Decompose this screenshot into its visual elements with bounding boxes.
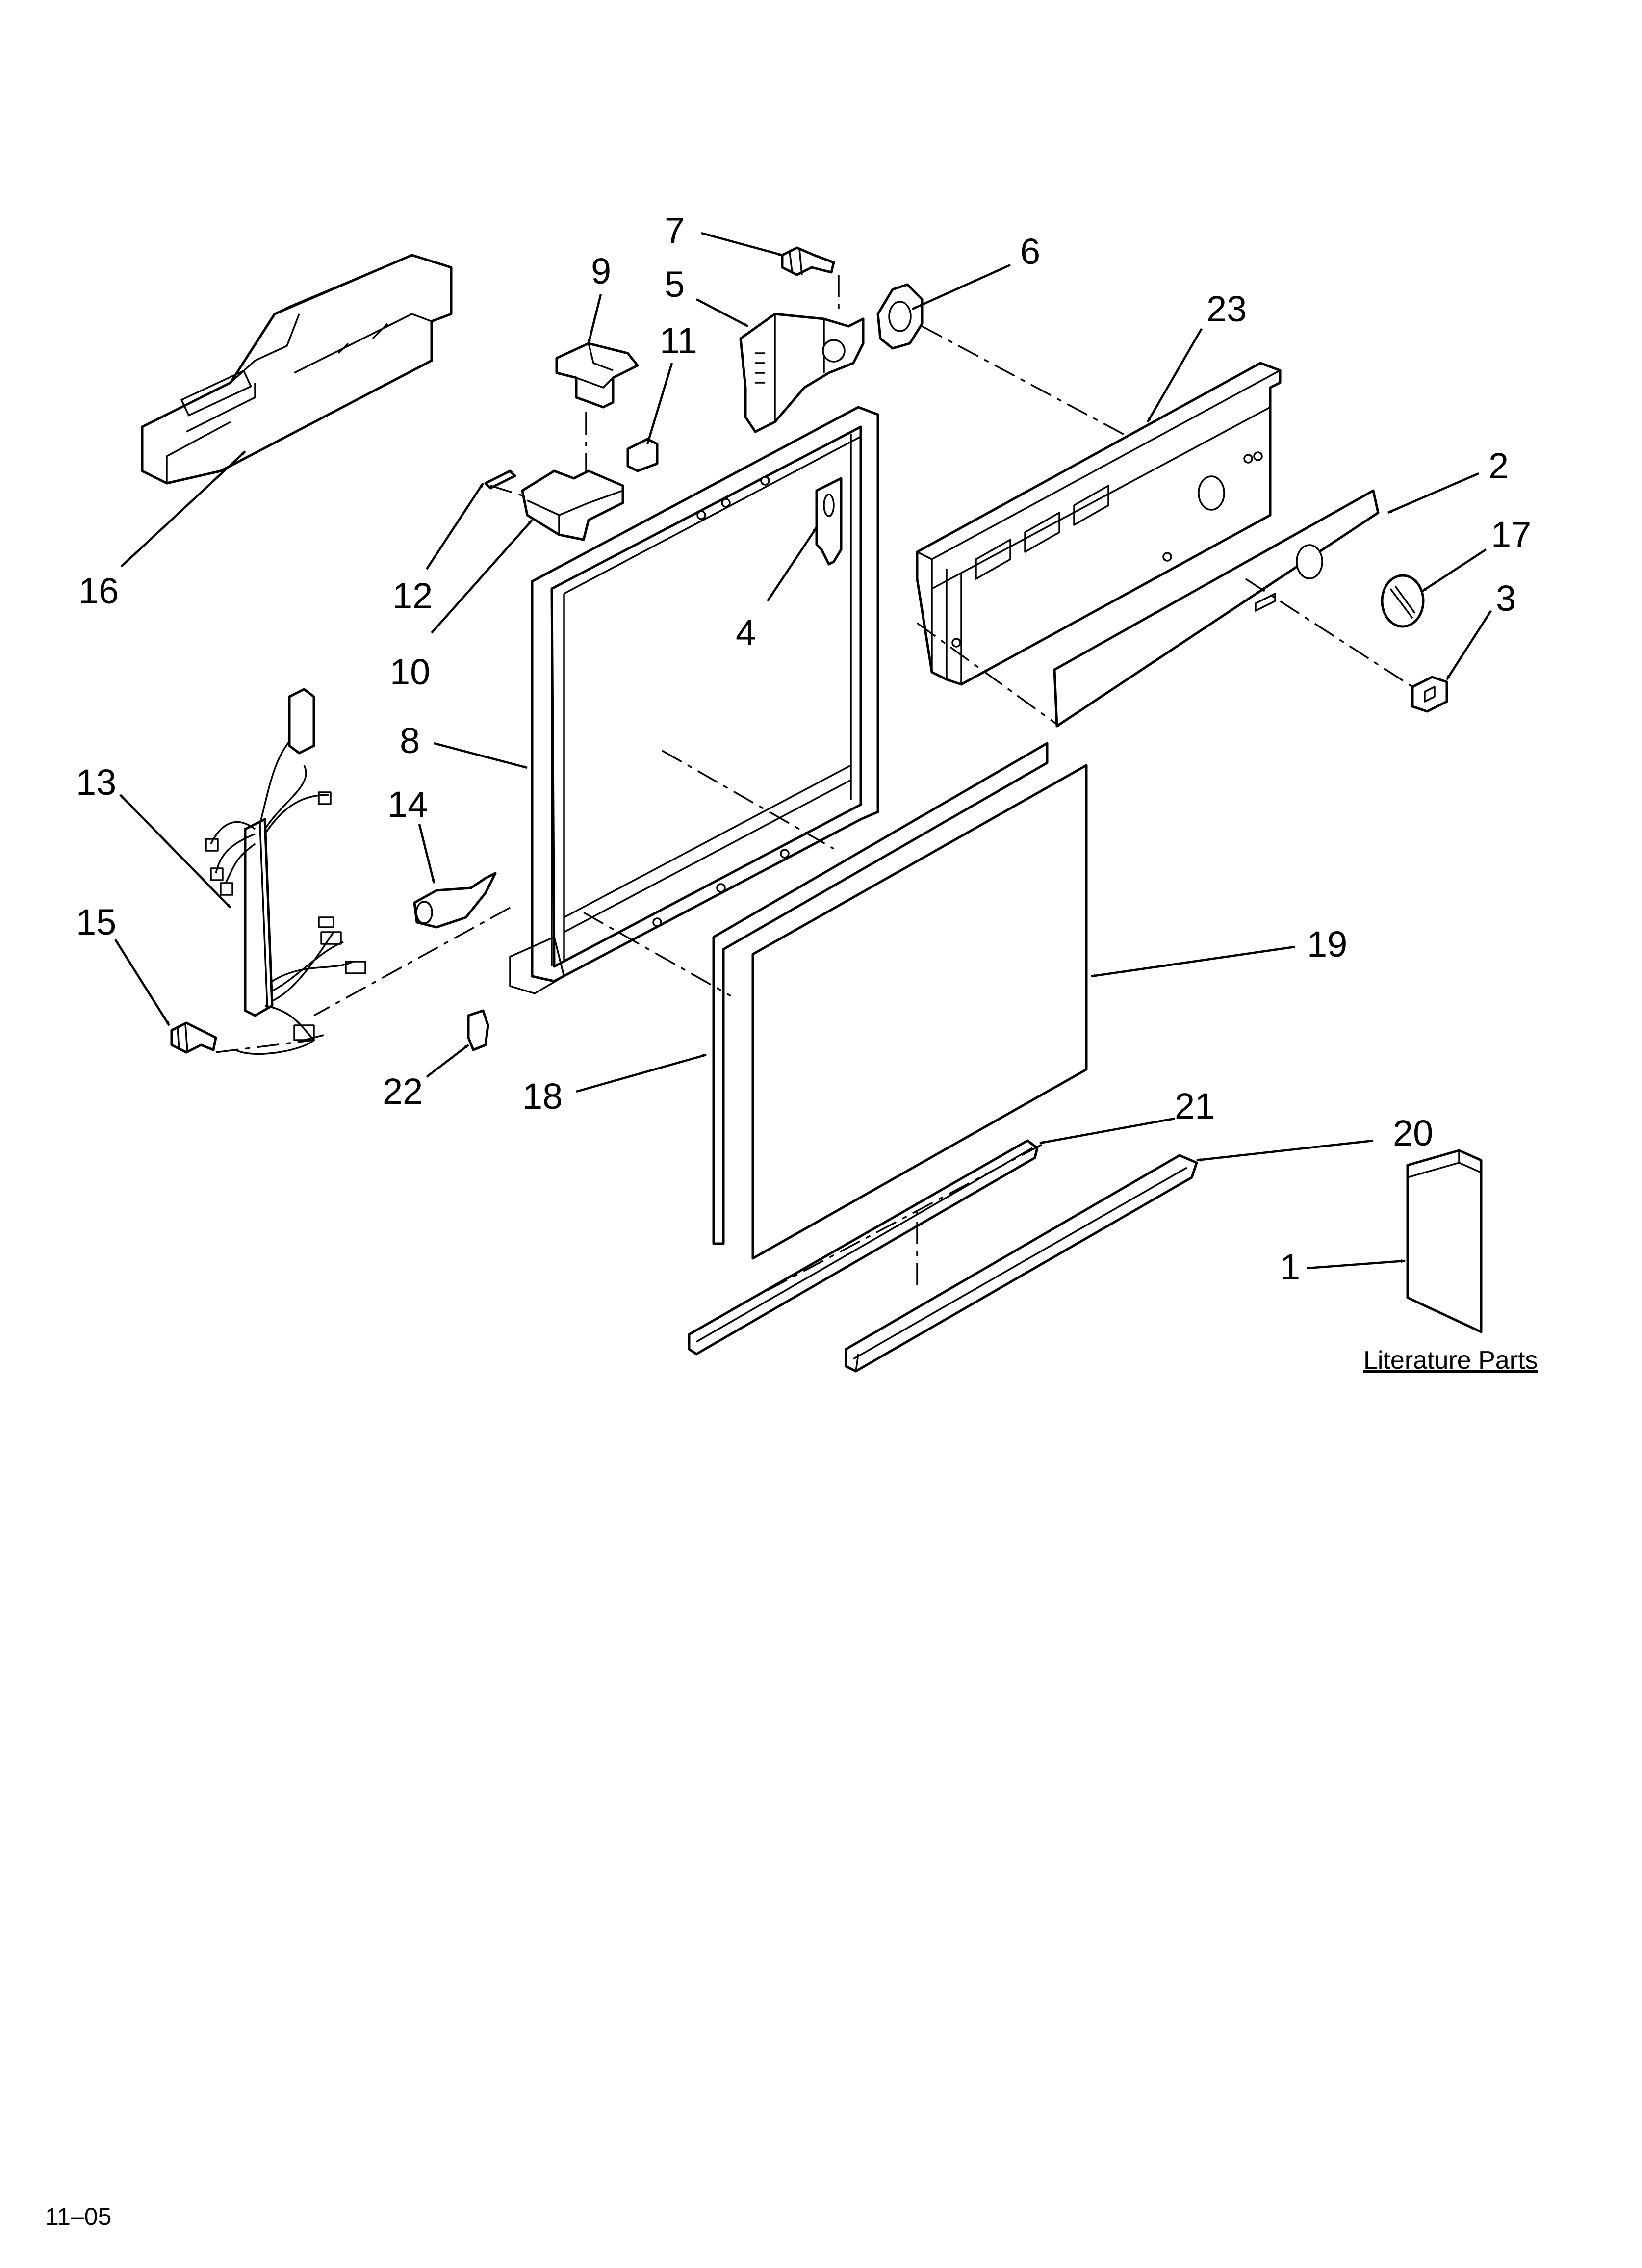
part-3-button: [1411, 676, 1448, 713]
part-11-connector: [626, 438, 659, 472]
part-22-clip: [467, 1009, 489, 1051]
alignment-lines: [215, 275, 1413, 1311]
part-6-knob: [876, 283, 924, 350]
callout-21: 21: [1175, 1086, 1215, 1126]
callout-17: 17: [1491, 514, 1531, 555]
part-8-frame: [509, 406, 879, 994]
literature-parts-label: Literature Parts: [1363, 1346, 1538, 1375]
callout-2: 2: [1488, 445, 1509, 486]
callout-5: 5: [665, 264, 685, 305]
part-17-knob: [1381, 574, 1425, 628]
part-15-screw: [170, 1021, 217, 1054]
part-18-gasket: [712, 742, 1049, 1245]
callout-4: 4: [736, 612, 756, 653]
callout-7: 7: [665, 210, 685, 251]
part-23-console: [916, 362, 1282, 686]
callout-10: 10: [390, 652, 430, 692]
callout-18: 18: [522, 1076, 563, 1117]
callout-6: 6: [1020, 231, 1040, 272]
part-12-pad: [484, 469, 516, 490]
callout-12: 12: [392, 575, 433, 616]
callout-9: 9: [591, 251, 611, 291]
callout-11: 11: [660, 320, 697, 361]
part-9-bracket: [555, 342, 639, 409]
callout-8: 8: [400, 720, 420, 761]
part-1-literature: [1406, 1149, 1483, 1333]
part-19-panel: [751, 764, 1088, 1260]
callout-14: 14: [387, 784, 428, 825]
part-10-bracket: [521, 469, 624, 541]
part-2-overlay: [1053, 489, 1380, 728]
callout-22: 22: [383, 1071, 423, 1112]
callout-19: 19: [1307, 924, 1347, 965]
leader-lines: [114, 232, 1492, 1270]
callout-20: 20: [1393, 1113, 1433, 1153]
callout-16: 16: [78, 571, 119, 611]
callout-labels: 7 6 9 5 23 11 2 17 16 12 3 4 10 8 13 14 …: [76, 210, 1531, 1287]
part-16-housing: [141, 254, 453, 485]
callout-23: 23: [1206, 288, 1247, 329]
part-5-switch: [739, 313, 865, 433]
callout-13: 13: [76, 762, 116, 803]
callout-3: 3: [1496, 578, 1516, 619]
part-20-trim: [845, 1154, 1198, 1373]
part-7-screw: [781, 246, 835, 276]
part-14-switch: [413, 872, 497, 929]
date-code: 11–05: [45, 2203, 111, 2230]
part-4-bracket: [815, 477, 843, 566]
callout-1: 1: [1280, 1247, 1300, 1287]
callout-15: 15: [76, 902, 116, 942]
part-13-harness: [205, 688, 366, 1055]
